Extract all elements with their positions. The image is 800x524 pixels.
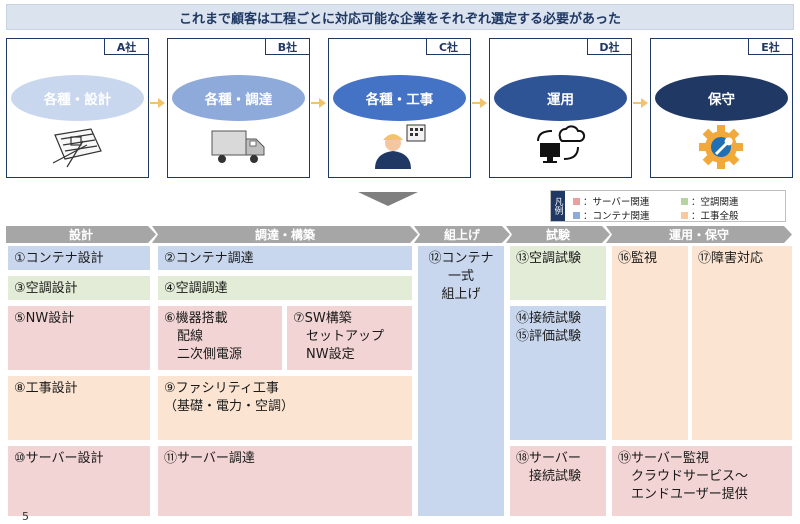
flow-connector — [633, 102, 641, 104]
task-container-design: ①コンテナ設計 — [8, 246, 150, 270]
phase-header-assembly: 組上げ — [414, 226, 510, 243]
legend-item-server: ：サーバー関連 — [573, 194, 649, 208]
task-server-connection-test: ⑱サーバー 接続試験 — [510, 446, 606, 516]
legend-label: ：コンテナ関連 — [583, 211, 650, 222]
task-connection-evaluation-test: ⑭接続試験 ⑮評価試験 — [510, 306, 606, 440]
blueprint-icon — [52, 128, 102, 168]
legend-swatch — [681, 197, 688, 205]
gear-wrench-icon — [699, 125, 743, 169]
phase-ellipse-operation: 運用 — [494, 75, 627, 121]
company-box-c: C社 各種・工事 — [328, 38, 471, 178]
truck-icon — [211, 130, 265, 163]
legend-item-hvac: ：空調関連 — [681, 194, 739, 208]
task-server-monitoring: ⑲サーバー監視 クラウドサービス～ エンドユーザー提供 — [612, 446, 792, 516]
company-box-b: B社 各種・調達 — [167, 38, 310, 178]
company-label: D社 — [587, 39, 631, 55]
legend: 凡例 ：サーバー関連 ：空調関連 ：コンテナ関連 ：工事全般 — [550, 190, 786, 222]
task-facility-construction: ⑨ファシリティ工事 （基礎・電力・空調） — [158, 376, 412, 440]
company-box-d: D社 運用 — [489, 38, 632, 178]
phase-header-procurement: 調達・構築 — [152, 226, 418, 243]
legend-title: 凡例 — [551, 191, 565, 221]
legend-item-container: ：コンテナ関連 — [573, 208, 650, 222]
flow-arrow — [158, 98, 165, 108]
task-hvac-procurement: ④空調調達 — [158, 276, 412, 300]
task-incident-response: ⑰障害対応 — [692, 246, 792, 440]
task-hvac-test: ⑬空調試験 — [510, 246, 606, 300]
task-server-design: ⑩サーバー設計 — [8, 446, 150, 516]
company-box-e: E社 保守 — [650, 38, 793, 178]
phase-ellipse-procurement: 各種・調達 — [172, 75, 305, 121]
down-arrow — [358, 192, 418, 206]
flow-arrow — [319, 98, 326, 108]
legend-item-construction: ：工事全般 — [681, 208, 739, 222]
task-equipment-mounting: ⑥機器搭載 配線 二次側電源 — [158, 306, 282, 370]
flow-arrow — [641, 98, 648, 108]
phase-ellipse-maintenance: 保守 — [655, 75, 788, 121]
phase-header-design: 設計 — [6, 226, 156, 243]
phase-header-operation: 運用・保守 — [606, 226, 792, 243]
company-box-a: A社 各種・設計 — [6, 38, 149, 178]
cloud-monitor-icon — [537, 125, 586, 163]
company-label: C社 — [426, 39, 470, 55]
phase-ellipse-design: 各種・設計 — [11, 75, 144, 121]
legend-swatch — [573, 197, 580, 205]
flow-arrow — [480, 98, 487, 108]
company-label: B社 — [265, 39, 309, 55]
legend-label: ：サーバー関連 — [583, 197, 650, 208]
task-hvac-design: ③空調設計 — [8, 276, 150, 300]
task-sw-build: ⑦SW構築 セットアップ NW設定 — [287, 306, 412, 370]
phase-header-testing: 試験 — [506, 226, 610, 243]
flow-connector — [150, 102, 158, 104]
legend-label: ：空調関連 — [691, 197, 739, 208]
task-container-procurement: ②コンテナ調達 — [158, 246, 412, 270]
legend-label: ：工事全般 — [691, 211, 739, 222]
task-server-procurement: ⑪サーバー調達 — [158, 446, 412, 516]
flow-connector — [311, 102, 319, 104]
flow-connector — [472, 102, 480, 104]
header-banner: これまで顧客は工程ごとに対応可能な企業をそれぞれ選定する必要があった — [6, 4, 794, 30]
legend-swatch — [681, 211, 688, 219]
phase-ellipse-construction: 各種・工事 — [333, 75, 466, 121]
company-label: A社 — [104, 39, 148, 55]
page-number: 5 — [22, 510, 29, 523]
company-label: E社 — [748, 39, 792, 55]
worker-icon — [375, 124, 426, 169]
task-construction-design: ⑧工事設計 — [8, 376, 150, 440]
task-nw-design: ⑤NW設計 — [8, 306, 150, 370]
task-monitoring: ⑯監視 — [612, 246, 688, 440]
legend-swatch — [573, 211, 580, 219]
task-container-assembly: ⑫コンテナ 一式 組上げ — [418, 246, 504, 516]
